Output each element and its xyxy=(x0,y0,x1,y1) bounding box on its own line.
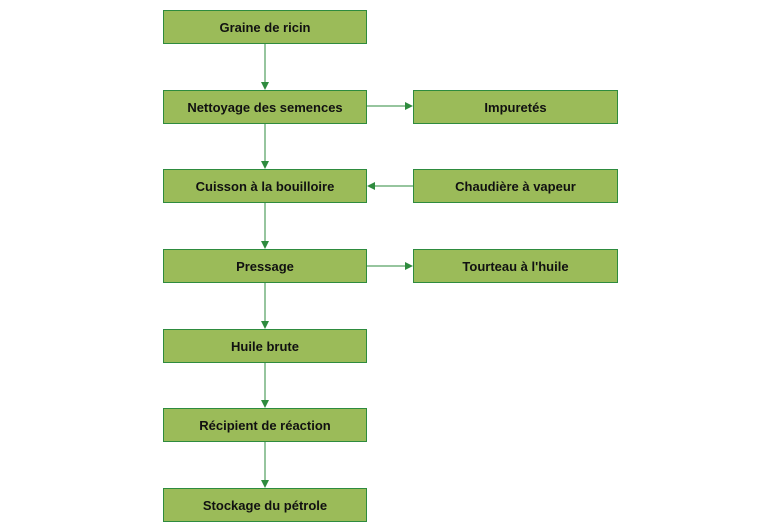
step-stockage-du-petrole: Stockage du pétrole xyxy=(163,488,367,522)
step-cuisson-a-la-bouilloire: Cuisson à la bouilloire xyxy=(163,169,367,203)
side-node-tourteau-a-l-huile: Tourteau à l'huile xyxy=(413,249,618,283)
side-node-chaudiere-a-vapeur: Chaudière à vapeur xyxy=(413,169,618,203)
step-huile-brute: Huile brute xyxy=(163,329,367,363)
step-graine-de-ricin: Graine de ricin xyxy=(163,10,367,44)
step-pressage: Pressage xyxy=(163,249,367,283)
side-node-impuretes: Impuretés xyxy=(413,90,618,124)
step-nettoyage-des-semences: Nettoyage des semences xyxy=(163,90,367,124)
step-recipient-de-reaction: Récipient de réaction xyxy=(163,408,367,442)
